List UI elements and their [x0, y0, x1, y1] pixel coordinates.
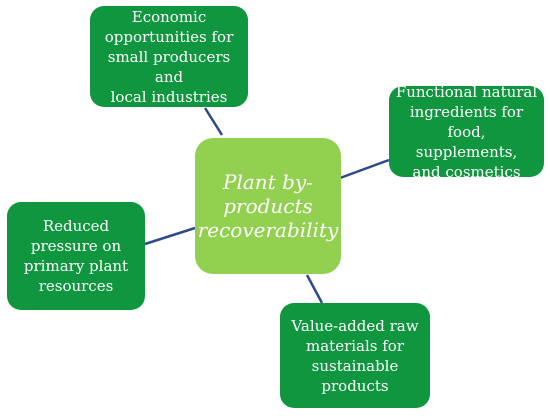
- center-node: Plant by- products recoverability: [195, 138, 341, 274]
- node-reduced-pressure: Reduced pressure on primary plant resour…: [7, 202, 145, 310]
- connector-functional: [339, 158, 390, 180]
- center-node-text: Plant by- products recoverability: [197, 170, 339, 242]
- node-economic-text: Economic opportunities for small produce…: [104, 7, 234, 106]
- connector-reduced: [144, 226, 196, 246]
- node-value-added: Value-added raw materials for sustainabl…: [280, 303, 430, 408]
- connector-economic: [203, 107, 224, 136]
- node-economic-opportunities: Economic opportunities for small produce…: [90, 6, 248, 107]
- node-functional-ingredients: Functional natural ingredients for food,…: [389, 83, 544, 181]
- node-value-text: Value-added raw materials for sustainabl…: [291, 316, 419, 395]
- node-functional-text: Functional natural ingredients for food,…: [395, 82, 538, 181]
- node-reduced-text: Reduced pressure on primary plant resour…: [23, 217, 129, 295]
- connector-value: [305, 274, 324, 304]
